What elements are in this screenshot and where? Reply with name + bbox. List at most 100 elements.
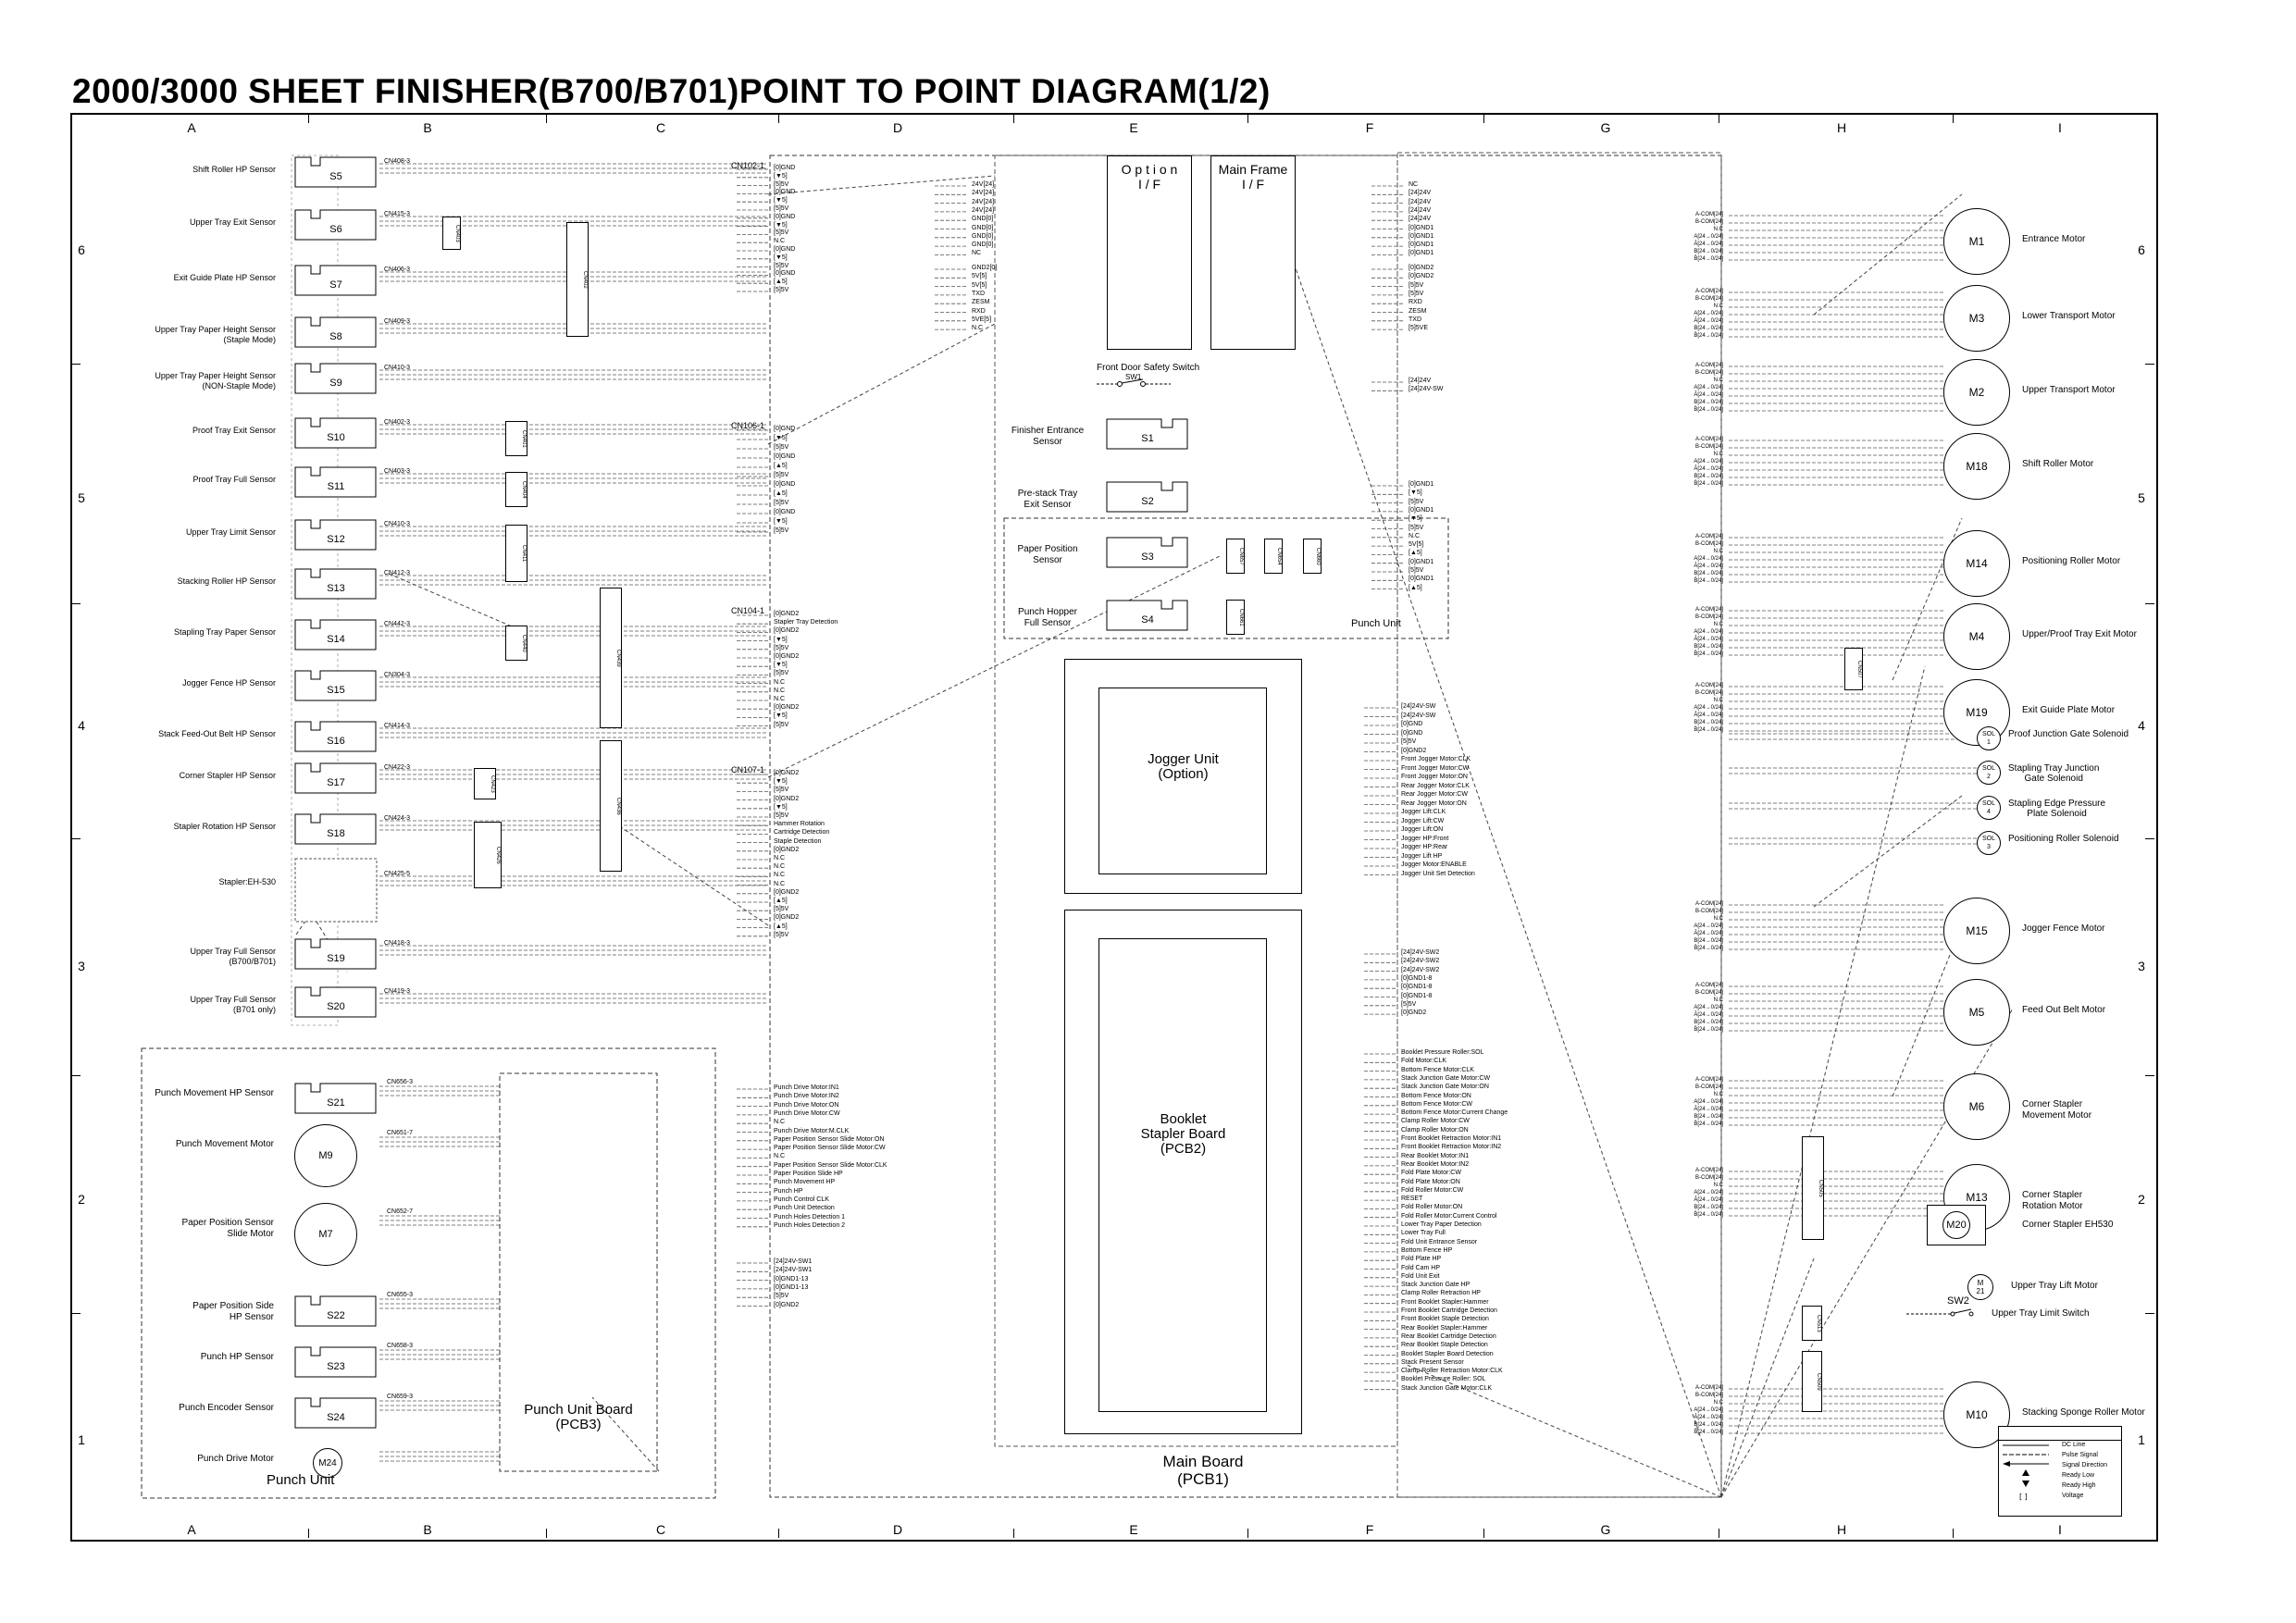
signal-item: Bottom Fence Motor:Current Change bbox=[1401, 1109, 1508, 1117]
legend-row-label: Ready Low bbox=[2062, 1472, 2095, 1479]
motor-signal: A[24→0/24] bbox=[1694, 1005, 1723, 1010]
signal-item: [0]GND2 bbox=[774, 770, 800, 776]
sensor-label: Proof Tray Exit Sensor bbox=[192, 426, 276, 435]
grid-col-bottom-I: I bbox=[2058, 1522, 2062, 1537]
sensor-label: Stack Feed-Out Belt HP Sensor bbox=[158, 729, 276, 738]
grid-col-C: C bbox=[655, 120, 666, 135]
motor-label-m1: Entrance Motor bbox=[2022, 234, 2086, 244]
signal-item: 24V[24] bbox=[972, 198, 995, 205]
signal-item: N.C bbox=[774, 1153, 786, 1160]
punch-board-outline bbox=[499, 1072, 658, 1472]
motor-signal: B-COM[24] bbox=[1694, 1175, 1723, 1181]
frame-tick-top bbox=[546, 114, 547, 123]
signal-item: [0]GND1 bbox=[1409, 224, 1434, 231]
signal-item: Jogger Lift:CLK bbox=[1401, 809, 1446, 815]
motor-m4: M4 bbox=[1943, 603, 2010, 670]
signal-item: Stack Junction Gate Motor:CW bbox=[1401, 1074, 1491, 1082]
grid-row-right-3: 3 bbox=[2138, 959, 2145, 973]
signal-item: [▲5] bbox=[774, 898, 788, 904]
motor-signal: A-COM[24] bbox=[1694, 363, 1723, 368]
motor-m3: M3 bbox=[1943, 285, 2010, 352]
signal-item: [0]GND1 bbox=[1409, 576, 1434, 583]
motor-m14: M14 bbox=[1943, 530, 2010, 597]
signal-item: N.C bbox=[774, 880, 786, 887]
motor-signal: B̄[24→0/24] bbox=[1694, 651, 1723, 657]
solenoid-icon: SOL 1 bbox=[1977, 726, 2001, 750]
grid-row-right-2: 2 bbox=[2138, 1192, 2145, 1207]
sensor-connector: CN410-3 bbox=[384, 521, 411, 527]
signal-item: Fold Unit Entrance Sensor bbox=[1401, 1238, 1478, 1245]
sensor-connector: CN412-3 bbox=[384, 570, 411, 576]
motor-label-m2: Upper Transport Motor bbox=[2022, 385, 2116, 395]
frame-tick-top bbox=[1013, 114, 1014, 123]
signal-item: [24]24V-SW bbox=[1409, 386, 1444, 393]
sensor-id: S1 bbox=[1141, 433, 1154, 444]
motor-signal: B[24→0/24] bbox=[1694, 938, 1723, 944]
sensor-id: S2 bbox=[1141, 496, 1154, 507]
cn102-label: CN102-1 bbox=[731, 161, 765, 170]
center-sensor-label: Pre-stack Tray Exit Sensor bbox=[1017, 489, 1078, 510]
signal-item: ZESM bbox=[972, 299, 990, 306]
sensor-s7: S7 bbox=[294, 265, 378, 296]
sensor-s16: S16 bbox=[294, 721, 378, 752]
sensor-id: S8 bbox=[329, 331, 342, 342]
sensor-s11: S11 bbox=[294, 466, 378, 498]
signal-item: Rear Jogger Motor:CW bbox=[1401, 791, 1468, 798]
grid-col-G: G bbox=[1600, 120, 1611, 135]
signal-item: Front Booklet Stapler:Hammer bbox=[1401, 1298, 1489, 1306]
signal-item: [24]24V bbox=[1409, 378, 1432, 384]
motor-signal: A[24→0/24] bbox=[1694, 459, 1723, 465]
signal-item: [0]GND bbox=[774, 509, 796, 515]
motor-signal: Ā[24→0/24] bbox=[1694, 637, 1723, 642]
grid-col-H: H bbox=[1836, 120, 1847, 135]
sensor-label: Upper Tray Limit Sensor bbox=[185, 527, 276, 537]
signal-item: Hammer Rotation bbox=[774, 821, 825, 828]
sensor-id: S13 bbox=[327, 583, 345, 594]
signal-item: Punch Unit Detection bbox=[774, 1205, 835, 1212]
sw2-symbol-label: SW2 bbox=[1947, 1295, 1969, 1307]
sensor-connector: CN414-3 bbox=[384, 723, 411, 729]
signal-item: [5]5V bbox=[1409, 524, 1424, 531]
motor-signal: Ā[24→0/24] bbox=[1694, 392, 1723, 398]
motor-m5: M5 bbox=[1943, 979, 2010, 1046]
signal-item: [24]24V-SW1 bbox=[774, 1258, 813, 1265]
signal-item: N.C bbox=[972, 325, 984, 332]
grid-row-right-6: 6 bbox=[2138, 242, 2145, 257]
signal-item: [▲5] bbox=[1409, 550, 1422, 557]
punch-item-label: Punch Movement Motor bbox=[175, 1139, 274, 1149]
signal-item: [▼5] bbox=[1409, 515, 1422, 523]
signal-item: [▼5] bbox=[774, 803, 788, 811]
signal-item: [5]5V bbox=[774, 287, 789, 293]
frame-tick-bottom bbox=[1247, 1529, 1248, 1538]
legend-row-label: Voltage bbox=[2062, 1493, 2084, 1499]
m21-icon: M 21 bbox=[1967, 1274, 1993, 1300]
motor-signal: A-COM[24] bbox=[1694, 1385, 1723, 1391]
center-sensor-label: Punch Hopper Full Sensor bbox=[1018, 607, 1077, 628]
sensor-id: S18 bbox=[327, 828, 345, 839]
punch-item-label: Punch Drive Motor bbox=[197, 1454, 274, 1464]
signal-item: [0]GND1 bbox=[1409, 558, 1434, 565]
signal-item: NC bbox=[972, 250, 982, 257]
sensor-id: S11 bbox=[327, 481, 345, 492]
motor-signal: Ā[24→0/24] bbox=[1694, 1012, 1723, 1018]
signal-item: [▲5] bbox=[774, 490, 788, 497]
grid-row-1: 1 bbox=[78, 1432, 85, 1447]
signal-item: Front Jogger Motor:CLK bbox=[1401, 756, 1471, 762]
motor-signal: N.C bbox=[1713, 304, 1723, 309]
signal-item: Fold Plate HP bbox=[1401, 1256, 1442, 1263]
signal-item: N.C bbox=[1409, 532, 1421, 539]
punch-connector: CN651-7 bbox=[387, 1130, 414, 1136]
sensor-connector: CN442-3 bbox=[384, 621, 411, 627]
sensor-s13: S13 bbox=[294, 568, 378, 600]
punch-unit-title: Punch Unit bbox=[267, 1472, 335, 1488]
grid-row-6: 6 bbox=[78, 242, 85, 257]
signal-item: Front Jogger Motor:ON bbox=[1401, 774, 1468, 780]
signal-item: Lower Tray Full bbox=[1401, 1230, 1446, 1237]
connector-cn660: CN660 bbox=[1303, 539, 1322, 574]
motor-signal: A-COM[24] bbox=[1694, 607, 1723, 613]
signal-item: [0]GND bbox=[774, 246, 796, 253]
sensor-id: S20 bbox=[327, 1001, 345, 1012]
signal-item: [24]24V bbox=[1409, 198, 1432, 205]
signal-item: Punch Drive Motor:CW bbox=[774, 1109, 840, 1117]
signal-item: TXD bbox=[1409, 316, 1421, 323]
